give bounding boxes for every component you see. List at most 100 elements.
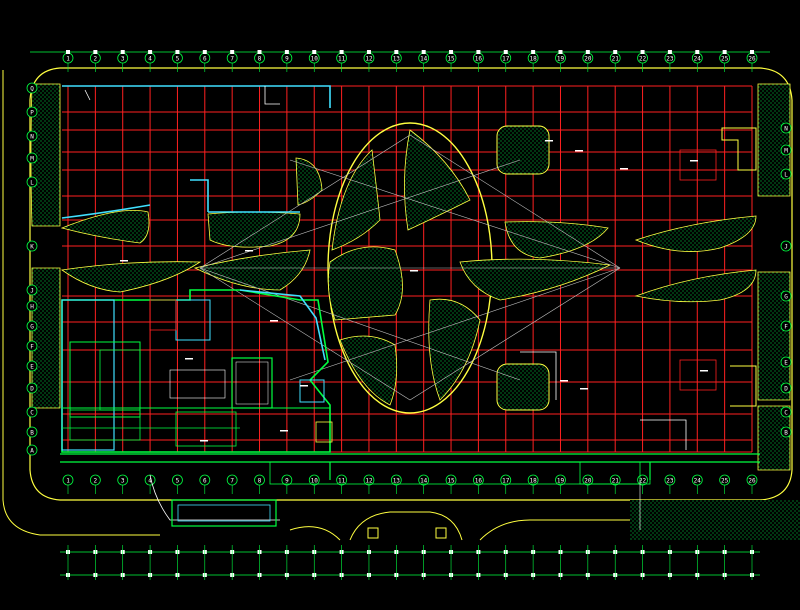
row-bubble	[26, 406, 38, 418]
column-label-top: 4	[148, 56, 152, 63]
left-road-edge	[2, 70, 160, 536]
dimension-tick	[531, 50, 536, 54]
axis-bubble	[746, 474, 758, 486]
leaf-left-wing	[60, 261, 202, 293]
dimension-tick	[202, 50, 207, 54]
annotation-mark	[575, 150, 583, 152]
annotation-marks	[120, 140, 708, 442]
column-label-top: 22	[639, 56, 647, 63]
column-label-top: 9	[285, 56, 289, 63]
row-bubble	[780, 356, 792, 368]
column-label-top: 17	[502, 56, 510, 63]
perimeter-walls	[60, 453, 760, 485]
row-bubble	[780, 382, 792, 394]
annotation-mark	[580, 388, 588, 390]
leaf-right-upper	[504, 221, 609, 259]
atrium-hatch-center-left	[327, 246, 403, 321]
row-bubble	[26, 130, 38, 142]
column-label-bottom: 7	[230, 478, 234, 485]
column-label-bottom: 10	[311, 478, 319, 485]
row-label-left: J	[30, 288, 34, 295]
dimension-tick	[120, 50, 125, 54]
column-label-bottom: 16	[475, 478, 483, 485]
row-label-left: L	[30, 180, 34, 187]
atrium-hatch-top	[404, 129, 471, 231]
leaf-far-right-top	[634, 215, 757, 252]
row-label-left: N	[30, 134, 34, 141]
axis-bubble	[199, 474, 211, 486]
column-label-bottom: 9	[285, 478, 289, 485]
column-label-bottom: 5	[176, 478, 180, 485]
column-label-bottom: 22	[639, 478, 647, 485]
row-label-left: H	[30, 304, 34, 311]
annotation-mark	[545, 140, 553, 142]
axis-bubble	[281, 474, 293, 486]
dimension-tick	[312, 50, 317, 54]
column-label-bottom: 6	[203, 478, 207, 485]
column-label-bottom: 20	[584, 478, 592, 485]
entrance-canopy	[171, 499, 277, 527]
column-label-top: 26	[748, 56, 756, 63]
leaf-left-top	[60, 210, 150, 244]
atrium-hatch-bottom	[339, 335, 398, 406]
axis-bubble	[664, 474, 676, 486]
axis-bubble	[555, 474, 566, 486]
row-label-left: P	[30, 110, 34, 117]
planter-bottom	[496, 363, 550, 411]
column-label-top: 3	[121, 56, 125, 63]
column-label-bottom: 13	[393, 478, 401, 485]
landscape-right-top	[757, 83, 791, 197]
row-bubble	[26, 320, 38, 332]
leaf-far-right-bottom	[634, 269, 757, 303]
axis-bubble	[609, 474, 621, 486]
row-bubble	[780, 168, 792, 180]
upper-left-walls	[61, 85, 331, 219]
landscape-right-bottom	[757, 405, 791, 471]
column-label-bottom: 11	[338, 478, 346, 485]
column-label-bottom: 24	[694, 478, 702, 485]
row-label-left: M	[30, 156, 34, 163]
row-bubble	[780, 406, 792, 418]
annotation-mark	[300, 385, 308, 387]
column-label-top: 14	[420, 56, 428, 63]
column-label-top: 15	[447, 56, 455, 63]
column-label-top: 7	[230, 56, 234, 63]
column-label-bottom: 18	[530, 478, 538, 485]
axis-bubble	[89, 474, 101, 486]
dimension-tick	[394, 50, 399, 54]
row-label-left: E	[30, 364, 34, 371]
row-label-right: C	[784, 410, 788, 417]
row-label-right: E	[784, 360, 788, 367]
row-label-right: M	[784, 148, 788, 155]
dimension-tick	[93, 50, 98, 54]
annotation-mark	[410, 270, 418, 272]
column-label-top: 25	[721, 56, 729, 63]
skylight-diagonals	[199, 134, 621, 401]
column-label-bottom: 14	[420, 478, 428, 485]
annotation-mark	[700, 370, 708, 372]
column-label-bottom: 3	[121, 478, 125, 485]
row-label-left: G	[30, 324, 34, 331]
column-label-top: 18	[530, 56, 538, 63]
row-bubble	[26, 382, 38, 394]
row-label-left: D	[30, 386, 34, 393]
annotation-mark	[690, 160, 698, 162]
row-label-right: N	[784, 126, 788, 133]
axis-bubble	[582, 474, 594, 486]
column-label-bottom: 8	[258, 478, 262, 485]
leaf-right-middle	[459, 258, 612, 301]
dimension-tick	[558, 50, 563, 54]
annotation-mark	[280, 430, 288, 432]
column-label-top: 21	[612, 56, 620, 63]
atrium-hatch-left	[331, 149, 381, 251]
row-label-left: Q	[30, 86, 34, 93]
row-bubble	[780, 240, 792, 252]
atrium-hatch-bottom-right	[428, 298, 481, 401]
column-label-top: 2	[94, 56, 98, 63]
row-bubble	[26, 82, 38, 94]
dimension-tick	[585, 50, 590, 54]
dimension-tick	[366, 50, 371, 54]
